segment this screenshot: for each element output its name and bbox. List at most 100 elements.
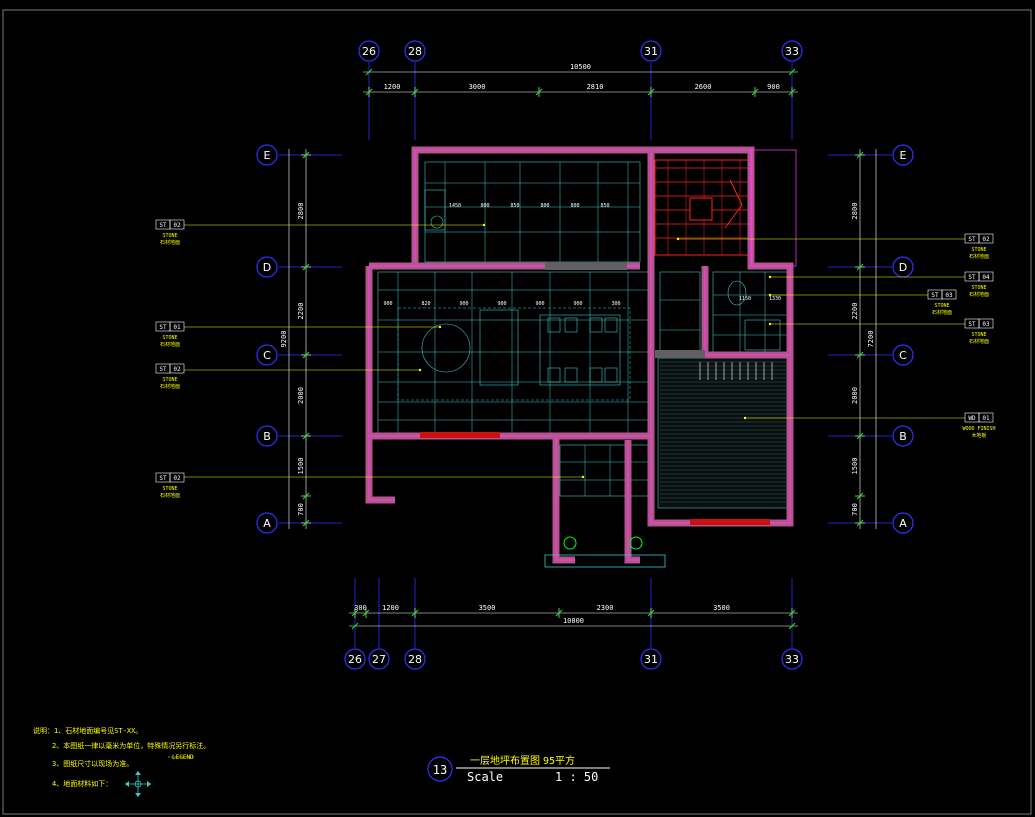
grid-bubble-right-D: D (899, 261, 907, 274)
dim-right-tick-3 (856, 432, 864, 440)
grid-bubble-bottom-33: 33 (785, 653, 799, 666)
tag-right-0-box-num (978, 233, 994, 244)
dining-chair-b-3 (604, 367, 618, 383)
dim-bottom-label-3: 2300 (597, 604, 614, 612)
legend-label: LEGEND (172, 754, 194, 761)
dim-bottom-label-0: 300 (354, 604, 367, 612)
tag-right-4-box-num (978, 412, 994, 423)
dim-left-label-4: 700 (297, 503, 305, 516)
kitchen-dim-4: 800 (570, 203, 579, 209)
dim-right-label-2: 2000 (851, 387, 859, 404)
kitchen-dim-0: 1450 (449, 203, 461, 209)
scale-value: 1 : 50 (555, 770, 598, 784)
kitchen-counter (424, 189, 446, 231)
tag-left-1-code: ST (159, 324, 167, 331)
dim-bottom-tick-5 (788, 609, 796, 617)
tag-right-2-code: ST (931, 292, 939, 299)
dim-top-tick-2 (535, 88, 543, 96)
tag-right-4-cn: 木地板 (971, 432, 986, 439)
bath-dim-1: 1330 (769, 296, 781, 302)
living-dim-4: 900 (535, 301, 544, 307)
tag-left-3-cn: 石材地面 (160, 492, 180, 499)
dim-left-tick-0 (302, 151, 310, 159)
window-red-south (690, 519, 770, 525)
drawing-frame (2, 9, 1032, 815)
grid-bubble-bottom-26: 26 (348, 653, 362, 666)
grid-bubble-top-33: 33 (785, 45, 799, 58)
grid-bubble-left-E-circle (256, 144, 278, 166)
grid-bubble-bottom-33-circle (781, 648, 803, 670)
dining-chair-b-2 (589, 367, 603, 383)
tag-left-1-box-num (169, 321, 185, 332)
tag-right-3-en: STONE (971, 332, 986, 338)
stair-arrow (724, 179, 743, 229)
tag-right-3-cn: 石材地面 (969, 338, 989, 345)
dim-left-tick-4 (302, 492, 310, 500)
round-table (421, 323, 471, 373)
dim-right-tick-1 (856, 263, 864, 271)
tag-right-1-cn: 石材地面 (969, 291, 989, 298)
grid-bubble-right-A-circle (892, 512, 914, 534)
tag-right-1-en: STONE (971, 285, 986, 291)
tag-left-0-code: ST (159, 222, 167, 229)
grid-bubble-left-A-circle (256, 512, 278, 534)
toilet (727, 280, 747, 306)
wall-corridor-right-edge (627, 440, 640, 561)
kitchen-sink (430, 215, 444, 229)
dim-bottom-total-tick-0 (351, 622, 359, 630)
tag-left-2-cn: 石材地面 (160, 383, 180, 390)
tag-left-3-code: ST (159, 475, 167, 482)
dining-chair-b-1 (564, 367, 578, 383)
dining-chair-2 (589, 317, 603, 333)
tag-right-3-num: 03 (982, 321, 990, 328)
tag-right-2-box-num (941, 289, 957, 300)
dim-bottom-total-tick-1 (788, 622, 796, 630)
dim-left-tick-2 (302, 351, 310, 359)
terrace-outline (544, 554, 666, 568)
tag-right-2-num: 03 (945, 292, 953, 299)
leader-right-dot-2 (768, 293, 772, 297)
wood-floor-hatch (657, 357, 789, 509)
dim-left-tick-5 (302, 519, 310, 527)
dim-right-tick-5 (856, 519, 864, 527)
dim-right-tick-0 (856, 151, 864, 159)
dim-right-label-3: 1500 (851, 458, 859, 475)
grid-bubble-right-A: A (899, 517, 907, 530)
tag-left-1-cn: 石材地面 (160, 341, 180, 348)
furniture-outlines (421, 189, 781, 550)
dim-left-label-3: 1500 (297, 458, 305, 475)
balcony-outline (751, 149, 797, 267)
tag-right-4-en: WOOD FINISH (962, 426, 995, 432)
wood-area (657, 357, 789, 509)
dim-top-label-4: 900 (767, 83, 780, 91)
tag-left-3-box-num (169, 472, 185, 483)
wall-hatch-kitchen (545, 262, 627, 270)
grid-bubble-left-D-circle (256, 256, 278, 278)
title-name: 一层地坪布置图 (470, 754, 540, 767)
dim-top-tick-3 (647, 88, 655, 96)
title-number-bubble (427, 756, 453, 782)
grid-bubble-right-C-circle (892, 344, 914, 366)
tag-left-2-code: ST (159, 366, 167, 373)
dim-bottom-tick-4 (647, 609, 655, 617)
grid-bubble-left-B: B (263, 430, 271, 443)
dim-top-label-3: 2600 (695, 83, 712, 91)
living-dim-2: 900 (459, 301, 468, 307)
wall-left-outline-edge (368, 266, 395, 501)
tag-right-1-box-num (978, 271, 994, 282)
grid-bubble-top-26: 26 (362, 45, 376, 58)
grid-bubble-right-B-circle (892, 425, 914, 447)
leader-right-dot-3 (768, 322, 772, 326)
plant-left (563, 536, 577, 550)
dim-left-total: 9200 (280, 331, 288, 348)
bath-vanity (744, 319, 781, 351)
tag-right-0-num: 02 (982, 236, 990, 243)
grid-bubble-bottom-31: 31 (644, 653, 658, 666)
dim-right-total: 7200 (867, 331, 875, 348)
grid-bubble-left-B-circle (256, 425, 278, 447)
dim-right-label-4: 700 (851, 503, 859, 516)
leader-right-dot-0 (676, 237, 680, 241)
living-inner-zone (397, 307, 631, 401)
